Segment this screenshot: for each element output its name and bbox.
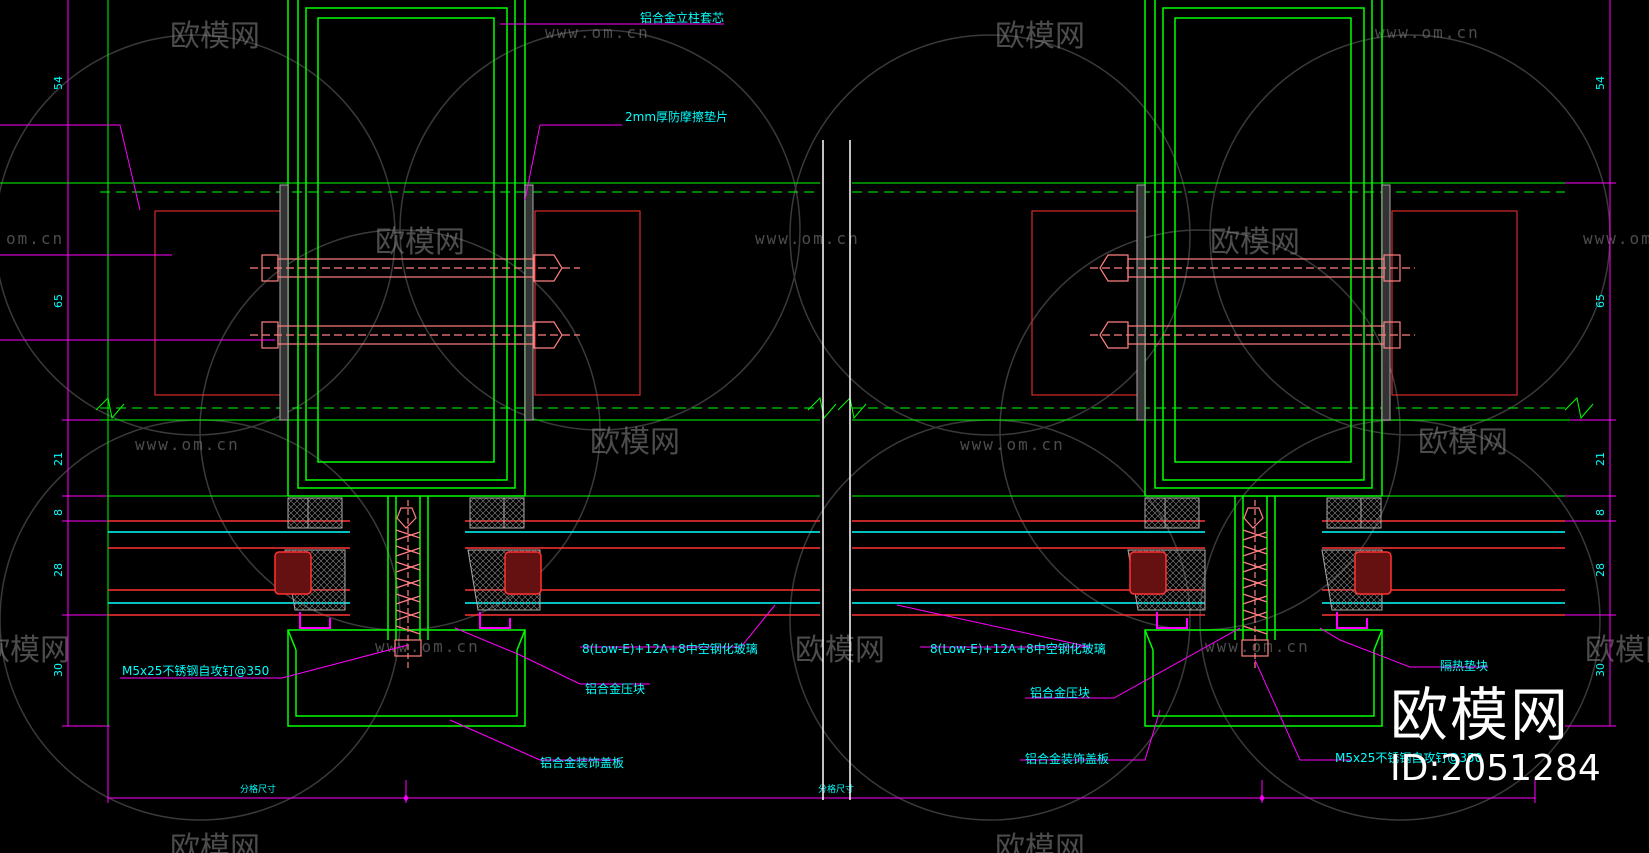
brand-stamp-id: ID:2051284 [1390,748,1601,789]
brand-stamp: 欧模网 ID:2051284 [1390,683,1620,791]
label-glass-right: 8(Low-E)+12A+8中空钢化玻璃 [930,641,1106,656]
dimension-labels-left: 54 65 21 8 28 30 [52,76,65,677]
brand-stamp-logo: 欧模网 [1390,681,1571,749]
grid-size-label-right: 分格尺寸 [818,783,854,795]
dimension-labels-right: 54 65 21 8 28 30 [1594,76,1607,677]
wall-outline [0,0,1570,726]
watermark-url: www.om.cn [755,229,860,248]
label-screw-right: M5x25不锈钢自攻钉@350 [1335,751,1482,765]
watermark-brand: 欧模网 [170,831,260,853]
break-lines [95,191,1594,420]
watermark-brand: 欧模网 [1418,425,1508,460]
dimension-21: 21 [52,452,65,466]
watermark-brand: 欧模网 [1585,633,1649,668]
dimension-54: 54 [1594,76,1607,90]
watermark-brand: 欧模网 [795,633,885,668]
watermark-brand: 欧模网 [375,225,465,260]
label-pressure-block-right: 铝合金压块 [1030,685,1090,700]
label-glass-left: 8(Low-E)+12A+8中空钢化玻璃 [582,641,758,656]
label-insulation-pad: 隔热垫块 [1440,658,1488,673]
mullion-right [1031,0,1518,727]
watermark-url: www.om.cn [960,435,1065,454]
dimension-30: 30 [1594,663,1607,677]
watermark-brand: 欧模网 [170,19,260,54]
dimension-65: 65 [1594,294,1607,308]
dimension-30: 30 [52,663,65,677]
watermark-url: www.om.cn [1583,229,1649,248]
watermark-url: www.om.cn [545,23,650,42]
dimension-54: 54 [52,76,65,90]
watermark-brand: 欧模网 [590,425,680,460]
dimension-65: 65 [52,294,65,308]
watermark-brand: 欧模网 [995,831,1085,853]
dimension-chain-right [1565,0,1616,727]
watermark-url: www.om.cn [135,435,240,454]
leader-lines [0,23,1488,761]
dimension-28: 28 [1594,563,1607,577]
watermark-brand: 欧模网 [0,633,70,668]
label-cover-right: 铝合金装饰盖板 [1025,751,1109,766]
watermark-url: www.om.cn [1205,637,1310,656]
watermark-brand: 欧模网 [1210,225,1300,260]
watermark-url: www.om.cn [375,637,480,656]
dimension-28: 28 [52,563,65,577]
annotations: 铝合金立柱套芯 2mm厚防摩擦垫片 M5x25不锈钢自攻钉@350 铝合金压块 … [122,10,1488,770]
dimension-8: 8 [1594,509,1607,516]
mullion-left [154,0,641,727]
section-break [822,140,851,800]
label-cover-left: 铝合金装饰盖板 [540,755,624,770]
label-anti-friction-pad: 2mm厚防摩擦垫片 [625,109,728,124]
grid-size-label-left: 分格尺寸 [240,783,276,795]
watermark-brand: 欧模网 [995,19,1085,54]
watermark-url: om.cn [6,229,64,248]
label-column-core: 铝合金立柱套芯 [640,10,724,25]
label-pressure-block-left: 铝合金压块 [585,681,645,696]
label-screw-left: M5x25不锈钢自攻钉@350 [122,664,269,678]
watermark-url: www.om.cn [1375,23,1480,42]
dimension-8: 8 [52,509,65,516]
dimension-21: 21 [1594,452,1607,466]
